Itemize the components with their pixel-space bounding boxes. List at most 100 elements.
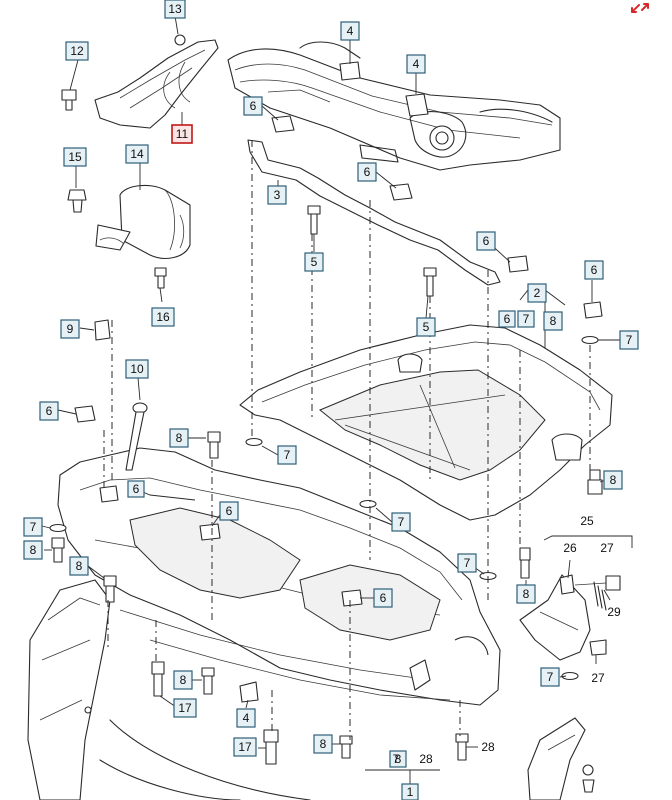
callout-6-b[interactable]: 6 <box>357 162 377 182</box>
callout-8-h-label: 8 <box>320 737 327 751</box>
fasteners <box>49 61 607 765</box>
callout-1-label: 1 <box>407 785 414 799</box>
label-27-top: 27 <box>600 541 614 555</box>
callout-6-c[interactable]: 6 <box>476 231 496 251</box>
callout-8-d[interactable]: 8 <box>23 540 43 560</box>
callout-6-f[interactable]: 6 <box>39 401 59 421</box>
lower-right-bracket <box>527 717 595 800</box>
callout-3-label: 3 <box>274 188 281 202</box>
guide-sleeve <box>95 184 191 259</box>
callout-8-h[interactable]: 8 <box>313 734 333 754</box>
callout-6-g-label: 6 <box>133 482 140 496</box>
callout-6-a[interactable]: 6 <box>243 96 263 116</box>
callout-8-b[interactable]: 8 <box>169 428 189 448</box>
callout-9-label: 9 <box>67 322 74 336</box>
callout-6-i-label: 6 <box>380 591 387 605</box>
callout-7-g[interactable]: 7 <box>540 667 560 687</box>
callout-4-top[interactable]: 4 <box>340 21 360 41</box>
callout-7-d[interactable]: 7 <box>391 512 411 532</box>
callout-13-label: 13 <box>168 2 182 16</box>
callout-10-label: 10 <box>130 362 144 376</box>
callout-6-a-label: 6 <box>250 99 257 113</box>
callout-7-a[interactable]: 7 <box>619 330 639 350</box>
callout-5-b-label: 5 <box>423 320 430 334</box>
callout-8-i[interactable]: 8 <box>389 750 407 768</box>
callout-16-label: 16 <box>156 310 170 324</box>
callout-8-a[interactable]: 8 <box>543 311 563 331</box>
callout-4-clip[interactable]: 4 <box>406 54 426 74</box>
callout-8-e-label: 8 <box>76 559 83 573</box>
callout-8-f-label: 8 <box>523 587 530 601</box>
plain-labels: 25 26 27 29 27 28 28 7 <box>393 514 621 766</box>
callout-15[interactable]: 15 <box>63 147 87 167</box>
front-bumper <box>27 579 311 800</box>
callout-7-f[interactable]: 7 <box>457 553 477 573</box>
callout-5-a-label: 5 <box>311 255 318 269</box>
callout-6-h-label: 6 <box>226 504 233 518</box>
callout-9[interactable]: 9 <box>60 319 80 339</box>
callout-8-i-label: 8 <box>395 752 402 766</box>
callout-7-g-label: 7 <box>547 670 554 684</box>
callout-8-e[interactable]: 8 <box>69 556 89 576</box>
callout-8-f[interactable]: 8 <box>516 584 536 604</box>
callout-14[interactable]: 14 <box>125 144 149 164</box>
callout-6-d[interactable]: 6 <box>584 260 604 280</box>
callout-6-e[interactable]: 6 <box>498 310 516 328</box>
callout-7-e[interactable]: 7 <box>23 517 43 537</box>
left-heat-shield <box>94 39 219 129</box>
upper-tray <box>239 324 613 521</box>
callout-16[interactable]: 16 <box>151 307 175 327</box>
callout-12-label: 12 <box>70 44 84 58</box>
callout-6-f-label: 6 <box>46 404 53 418</box>
callout-17-a[interactable]: 17 <box>173 698 197 718</box>
callout-14-label: 14 <box>130 147 144 161</box>
callout-17-b[interactable]: 17 <box>233 737 257 757</box>
support-bracket <box>247 139 501 286</box>
callout-12[interactable]: 12 <box>65 41 89 61</box>
callout-13[interactable]: 13 <box>164 0 186 19</box>
callout-7-b[interactable]: 7 <box>517 310 535 328</box>
callout-8-b-label: 8 <box>176 431 183 445</box>
expand-arrows-icon[interactable] <box>631 3 649 13</box>
label-29: 29 <box>607 605 621 619</box>
label-28-bottom: 28 <box>419 752 433 766</box>
callout-11-selected[interactable]: 11 <box>171 124 193 144</box>
callout-17-b-label: 17 <box>238 740 252 754</box>
label-7-bottom: 7 <box>393 752 400 766</box>
callout-8-g[interactable]: 8 <box>173 670 193 690</box>
label-25: 25 <box>580 514 594 528</box>
callout-4-lower[interactable]: 4 <box>236 708 256 728</box>
callout-7-f-label: 7 <box>464 556 471 570</box>
callout-4-lower-label: 4 <box>243 711 250 725</box>
callout-2[interactable]: 2 <box>527 283 547 303</box>
callout-7-e-label: 7 <box>30 520 37 534</box>
callout-5-b[interactable]: 5 <box>416 317 436 337</box>
callout-7-c-label: 7 <box>284 448 291 462</box>
callout-6-d-label: 6 <box>591 263 598 277</box>
label-28-right: 28 <box>481 740 495 754</box>
callout-8-a-label: 8 <box>550 314 557 328</box>
callout-5-a[interactable]: 5 <box>304 252 324 272</box>
callout-7-d-label: 7 <box>398 515 405 529</box>
callout-8-c-label: 8 <box>610 473 617 487</box>
callout-10[interactable]: 10 <box>125 359 149 379</box>
callouts: 13 12 11 4 4 6 6 3 5 15 14 16 6 2 6 7 8 … <box>23 0 639 800</box>
callout-6-c-label: 6 <box>483 234 490 248</box>
label-26: 26 <box>563 541 577 555</box>
callout-3[interactable]: 3 <box>267 185 287 205</box>
callout-6-b-label: 6 <box>364 165 371 179</box>
callout-15-label: 15 <box>68 150 82 164</box>
front-crossmember <box>227 41 561 171</box>
callout-8-d-label: 8 <box>30 543 37 557</box>
callout-6-e-label: 6 <box>504 312 511 326</box>
callout-7-c[interactable]: 7 <box>277 445 297 465</box>
callout-2-label: 2 <box>534 286 541 300</box>
callout-6-h[interactable]: 6 <box>219 501 239 521</box>
callout-6-i[interactable]: 6 <box>373 588 393 608</box>
callout-6-g[interactable]: 6 <box>127 480 145 498</box>
callout-11-label: 11 <box>176 127 189 141</box>
label-27-bottom: 27 <box>591 671 605 685</box>
callout-8-c[interactable]: 8 <box>603 470 623 490</box>
callout-1[interactable]: 1 <box>401 783 419 800</box>
